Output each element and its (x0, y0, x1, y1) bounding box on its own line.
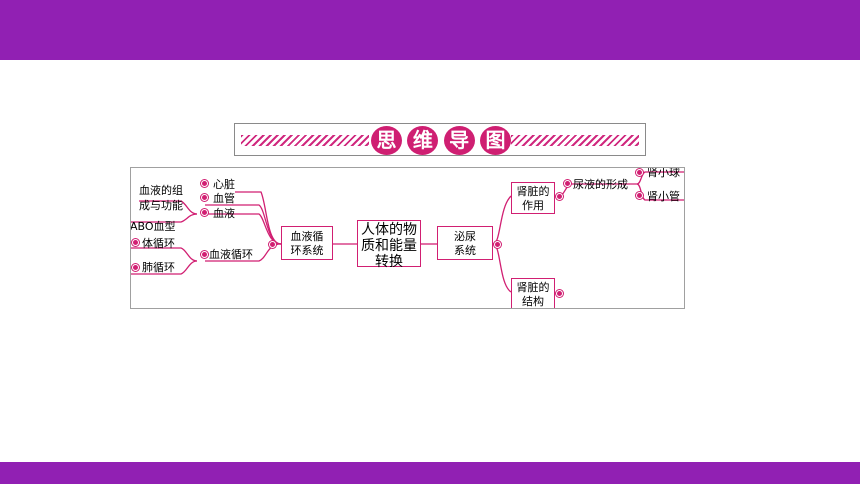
kidney-structure-line: 肾脏的 (516, 281, 550, 294)
connector-dot (202, 195, 207, 200)
connector-kidney-structure (492, 243, 512, 293)
center-line: 质和能量 (361, 238, 417, 254)
banner-title: 思 维 导 图 (371, 125, 511, 155)
connector-dot (637, 170, 642, 175)
mind-map-banner: 思 维 导 图 (234, 123, 646, 156)
blood-composition-line: 血液的组 (139, 184, 183, 197)
circulation-label-line: 环系统 (290, 244, 324, 257)
blood-label: 血液 (213, 207, 235, 220)
circulation-label-line: 血液循 (290, 230, 324, 243)
heart-label: 心脏 (213, 178, 235, 191)
connector-dot (565, 181, 570, 186)
connector-dot (202, 210, 207, 215)
connector-dot (637, 193, 642, 198)
connector-kidney-function (492, 195, 512, 245)
banner-title-char: 图 (479, 125, 511, 155)
connector-blood (205, 213, 282, 245)
connector-dot (557, 291, 562, 296)
abo-blood-type-label: ABO血型 (130, 220, 176, 233)
connector-dot (133, 265, 138, 270)
banner-title-char: 思 (371, 125, 402, 155)
connector-dot (270, 242, 275, 247)
blood-circulation-label: 血液循环 (209, 248, 253, 261)
banner-title-char: 维 (407, 125, 439, 155)
kidney-function-line: 作用 (522, 199, 544, 212)
vessels-label: 血管 (213, 192, 235, 205)
kidney-function-line: 肾脏的 (516, 185, 550, 198)
connector-tubule (636, 183, 684, 201)
banner-stripes-left (241, 135, 369, 146)
connector-systemic (131, 247, 198, 262)
center-node: 人体的物 质和能量 转换 (357, 220, 421, 270)
pulmonary-circulation-label: 肺循环 (142, 261, 175, 274)
urinary-label-line: 系统 (454, 244, 476, 257)
blood-composition-line: 成与功能 (139, 199, 183, 212)
urinary-label-line: 泌尿 (454, 230, 476, 243)
connector-dot (557, 194, 562, 199)
connector-glomerulus (636, 171, 684, 185)
mind-map-connectors (131, 171, 684, 293)
connector-dot (202, 252, 207, 257)
connector-dot (133, 240, 138, 245)
kidney-structure-node: 肾脏的 结构 (511, 278, 555, 308)
tubule-label: 肾小管 (647, 190, 680, 203)
mind-map-panel: 人体的物 质和能量 转换 血液循 环系统 泌尿 系统 心脏 血管 血液 血液循环… (130, 167, 685, 309)
urinary-system-node: 泌尿 系统 (437, 226, 493, 260)
circulation-system-node: 血液循 环系统 (281, 226, 333, 260)
connector-abo (131, 213, 198, 223)
systemic-circulation-label: 体循环 (142, 237, 175, 250)
center-line: 转换 (375, 254, 403, 270)
connector-dot (495, 242, 500, 247)
top-bar (0, 0, 860, 60)
connector-pulmonary (131, 260, 198, 275)
glomerulus-label: 肾小球 (647, 167, 680, 179)
banner-stripes-right (511, 135, 639, 146)
kidney-structure-line: 结构 (522, 295, 544, 308)
bottom-bar (0, 462, 860, 484)
kidney-function-node: 肾脏的 作用 (511, 182, 555, 214)
connector-dot (202, 181, 207, 186)
banner-title-char: 导 (443, 125, 475, 155)
connector-heart (235, 191, 282, 245)
connector-cycle (205, 243, 282, 262)
center-line: 人体的物 (361, 222, 417, 238)
urine-formation-label: 尿液的形成 (573, 178, 628, 191)
